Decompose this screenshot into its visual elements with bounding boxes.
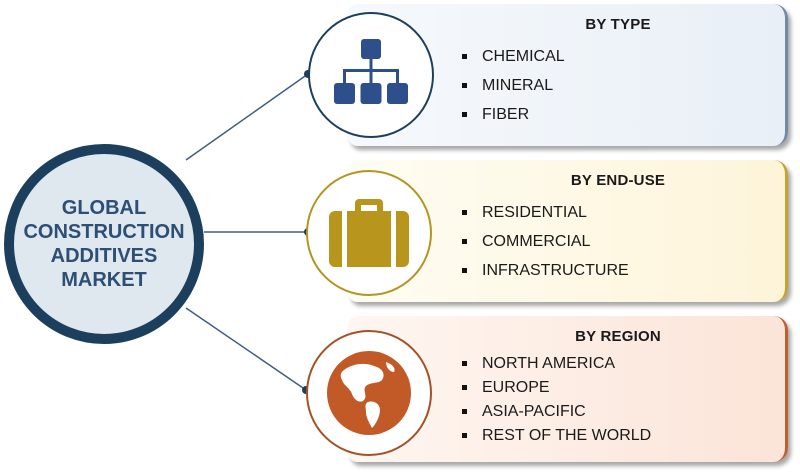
bullet-icon bbox=[462, 385, 467, 390]
bullet-icon bbox=[462, 82, 467, 88]
list-item: REST OF THE WORLD bbox=[462, 424, 651, 448]
bullet-icon bbox=[462, 111, 467, 117]
bullet-icon bbox=[462, 409, 467, 414]
list-item: RESIDENTIAL bbox=[462, 198, 629, 227]
icon-disc-region bbox=[315, 339, 423, 447]
segment-list-region: NORTH AMERICA EUROPE ASIA-PACIFIC REST O… bbox=[462, 352, 651, 448]
bullet-icon bbox=[462, 53, 467, 59]
list-item-label: CHEMICAL bbox=[482, 48, 565, 65]
list-item: COMMERCIAL bbox=[462, 227, 629, 256]
list-item: NORTH AMERICA bbox=[462, 352, 651, 376]
bullet-icon bbox=[462, 267, 467, 273]
list-item-label: FIBER bbox=[482, 106, 530, 123]
icon-disc-end-use bbox=[315, 179, 423, 287]
bullet-icon bbox=[462, 361, 467, 366]
connector-type bbox=[185, 73, 309, 161]
globe-icon bbox=[327, 351, 411, 435]
hub-title: GLOBAL CONSTRUCTION ADDITIVES MARKET bbox=[23, 197, 185, 291]
list-item: FIBER bbox=[462, 100, 565, 129]
list-item: EUROPE bbox=[462, 376, 651, 400]
hub-circle: GLOBAL CONSTRUCTION ADDITIVES MARKET bbox=[4, 144, 204, 344]
list-item-label: ASIA-PACIFIC bbox=[482, 403, 586, 420]
list-item-label: INFRASTRUCTURE bbox=[482, 262, 629, 279]
connector-region bbox=[185, 307, 307, 391]
icon-ring-type bbox=[308, 12, 434, 138]
segment-list-end-use: RESIDENTIAL COMMERCIAL INFRASTRUCTURE bbox=[462, 198, 629, 285]
list-item: ASIA-PACIFIC bbox=[462, 400, 651, 424]
segment-list-type: CHEMICAL MINERAL FIBER bbox=[462, 42, 565, 129]
segment-title-region: BY REGION bbox=[575, 328, 661, 345]
list-item-label: COMMERCIAL bbox=[482, 233, 591, 250]
list-item-label: EUROPE bbox=[482, 379, 550, 396]
icon-ring-end-use bbox=[306, 170, 432, 296]
bullet-icon bbox=[462, 238, 467, 244]
list-item-label: REST OF THE WORLD bbox=[482, 427, 652, 444]
list-item: MINERAL bbox=[462, 71, 565, 100]
briefcase-icon bbox=[329, 199, 409, 267]
list-item-label: MINERAL bbox=[482, 77, 554, 94]
segment-title-type: BY TYPE bbox=[585, 16, 651, 33]
icon-disc-type bbox=[317, 21, 425, 129]
bullet-icon bbox=[462, 209, 467, 215]
bullet-icon bbox=[462, 433, 467, 438]
list-item-label: NORTH AMERICA bbox=[482, 355, 616, 372]
hierarchy-icon bbox=[334, 39, 408, 104]
list-item: INFRASTRUCTURE bbox=[462, 256, 629, 285]
segment-title-end-use: BY END-USE bbox=[570, 172, 666, 189]
icon-ring-region bbox=[306, 330, 432, 456]
list-item: CHEMICAL bbox=[462, 42, 565, 71]
list-item-label: RESIDENTIAL bbox=[482, 204, 587, 221]
